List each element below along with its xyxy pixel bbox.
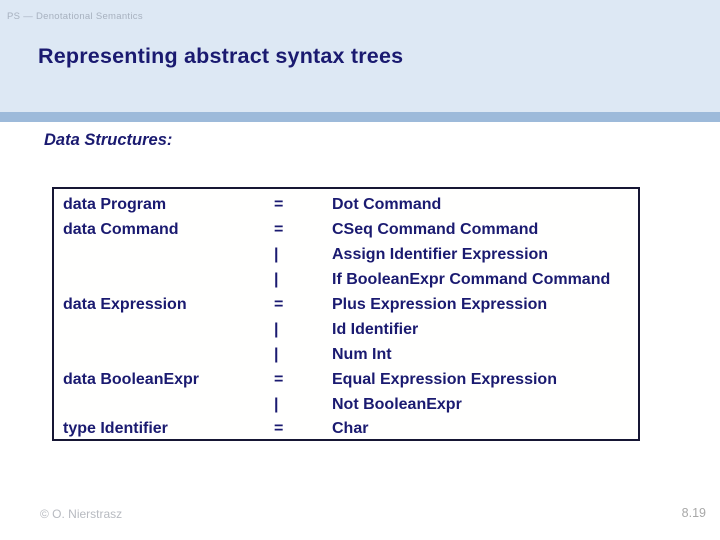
code-op: | (274, 345, 279, 363)
table-row: | Num Int (63, 342, 638, 367)
table-row: data Command = CSeq Command Command (63, 218, 638, 243)
code-op: = (274, 296, 284, 313)
code-lhs: data Expression (63, 296, 187, 313)
table-row: type Identifier = Char (63, 417, 638, 442)
section-heading: Data Structures: (44, 131, 173, 149)
table-row: data BooleanExpr = Equal Expression Expr… (63, 367, 638, 392)
code-rhs: Id Identifier (332, 320, 419, 338)
code-op: | (274, 271, 279, 289)
table-row: data Program = Dot Command (63, 193, 638, 218)
code-op: | (274, 320, 279, 338)
code-op: = (274, 196, 284, 214)
table-row: | Not BooleanExpr (63, 392, 638, 417)
table-row: | If BooleanExpr Command Command (63, 268, 638, 293)
code-rhs: Not BooleanExpr (332, 395, 462, 413)
slide-header-band: PS — Denotational Semantics Representing… (0, 0, 720, 112)
code-op: = (274, 420, 284, 438)
code-rhs: Char (332, 420, 369, 438)
code-lhs: data Command (63, 221, 179, 239)
page-title: Representing abstract syntax trees (38, 44, 404, 68)
course-header: PS — Denotational Semantics (7, 11, 143, 22)
code-rhs: Num Int (332, 345, 392, 363)
code-lhs: type Identifier (63, 420, 168, 438)
code-rhs: Assign Identifier Expression (332, 246, 549, 264)
code-rhs: If BooleanExpr Command Command (332, 271, 611, 289)
accent-bar (0, 112, 720, 122)
code-op: = (274, 370, 284, 388)
code-op: | (274, 246, 279, 264)
code-rhs: Equal Expression Expression (332, 370, 557, 388)
code-table: data Program = Dot Command data Command … (52, 187, 640, 441)
code-lhs: data Program (63, 196, 167, 214)
page-number: 8.19 (681, 506, 706, 520)
table-row: | Id Identifier (63, 317, 638, 342)
code-rhs: Plus Expression Expression (332, 296, 548, 313)
code-lhs: data BooleanExpr (63, 370, 200, 388)
code-op: | (274, 395, 279, 413)
code-rhs: Dot Command (332, 196, 442, 214)
code-op: = (274, 221, 284, 239)
copyright: © O. Nierstrasz (40, 507, 123, 521)
table-row: data Expression = Plus Expression Expres… (63, 293, 638, 318)
table-row: | Assign Identifier Expression (63, 243, 638, 268)
code-rhs: CSeq Command Command (332, 221, 539, 239)
